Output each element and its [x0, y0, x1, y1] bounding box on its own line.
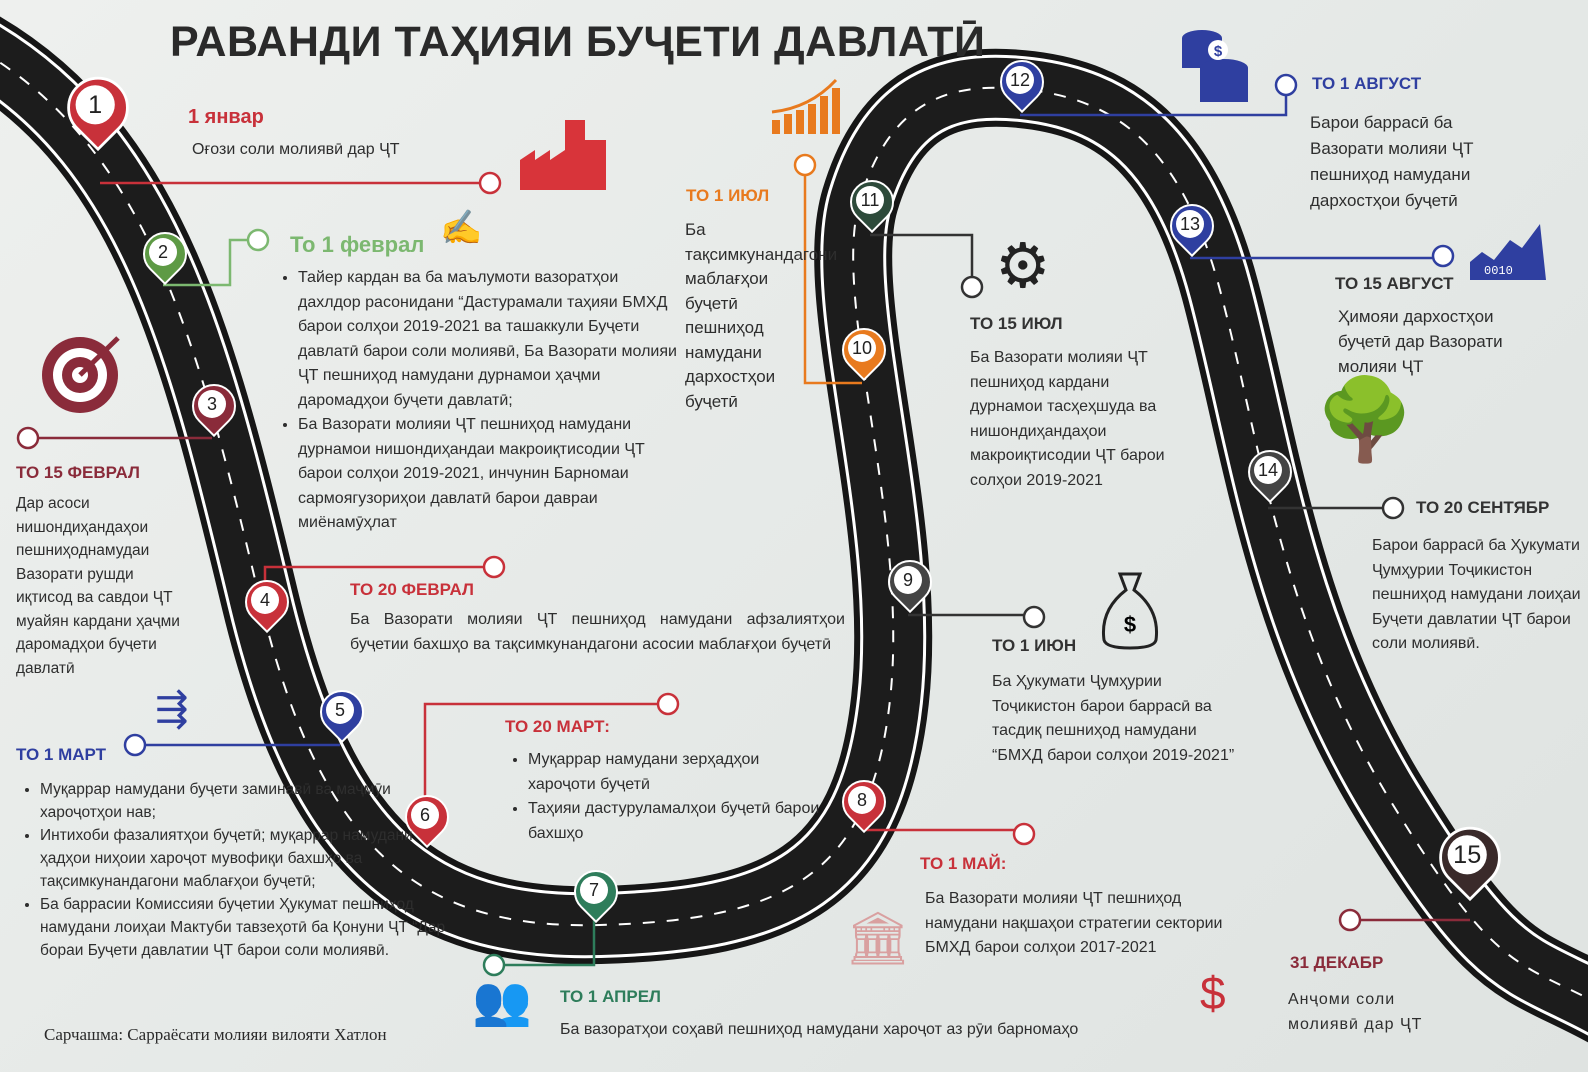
step-4-text: Ба Вазорати молияи ҶТ пешниҳод намудани … [350, 611, 845, 653]
milestone-pin-4: 4 [235, 570, 299, 636]
milestone-pin-15: 15 [1426, 814, 1514, 905]
step-5-list: Муқаррар намудани буҷети заминавӣ ва маҷ… [20, 778, 450, 962]
step-7-date: ТО 1 АПРЕЛ [560, 987, 661, 1006]
step-14-date: ТО 20 СЕНТЯБР [1416, 498, 1550, 517]
step-5-bullet: Интихоби фазалиятҳои буҷетӣ; муқаррар на… [40, 824, 450, 893]
milestone-pin-2: 2 [133, 222, 197, 288]
step-9-text: Ба Ҳукумати Ҷумҳурии Тоҷикистон барои ба… [992, 673, 1235, 764]
step-9-date: ТО 1 ИЮН [992, 636, 1077, 655]
step-14-text: Барои баррасӣ ба Ҳукумати Ҷумҳурии Тоҷик… [1372, 537, 1581, 652]
signature-icon: ✍ [440, 209, 483, 247]
step-5-bullet: Ба баррасии Комиссияи буҷетии Ҳукумат пе… [40, 893, 450, 962]
people-icon: 👥 [472, 975, 532, 1028]
milestone-pin-8: 8 [832, 770, 896, 836]
step-7-text: Ба вазоратҳои соҳавӣ пешниҳод намудани х… [560, 1021, 1079, 1038]
step-1-text: Оғози соли молиявӣ дар ҶТ [192, 141, 400, 158]
money-bag-icon: $ [1098, 570, 1162, 650]
step-8-text: Ба Вазорати молияи ҶТ пешниҳод намудани … [925, 890, 1223, 956]
data-chart-icon: 0010 [1470, 222, 1546, 280]
step-2-bullet: Тайер кардан ва ба маълумоти вазоратҳои … [298, 266, 678, 413]
milestone-pin-6: 6 [395, 785, 459, 851]
step-5-bullet: Муқаррар намудани буҷети заминавӣ ва маҷ… [40, 778, 450, 824]
step-6-bullet: Таҳияи дастуруламалҳои буҷетӣ барои бахш… [528, 797, 828, 846]
step-6-bullet: Муқаррар намудани зерҳадҳои хароҷоти буҷ… [528, 748, 828, 797]
step-10-date: ТО 1 ИЮЛ [686, 186, 770, 205]
milestone-pin-5: 5 [310, 680, 374, 746]
tree-icon: 🌳 [1315, 375, 1415, 464]
step-11-date: ТО 15 ИЮЛ [970, 314, 1063, 333]
svg-text:0010: 0010 [1484, 264, 1513, 278]
coins-icon: $ [1180, 28, 1250, 106]
gear-icon: ⚙ [995, 232, 1051, 301]
milestone-pin-7: 7 [564, 860, 628, 926]
milestone-pin-11: 11 [840, 170, 904, 236]
milestone-pin-10: 10 [832, 318, 896, 384]
step-13-date: ТО 15 АВГУСТ [1335, 274, 1454, 293]
svg-text:$: $ [1214, 43, 1223, 60]
milestone-pin-13: 13 [1160, 194, 1224, 260]
step-4-date: ТО 20 ФЕВРАЛ [350, 580, 474, 599]
svg-text:$: $ [1124, 612, 1136, 637]
step-15-text: Анҷоми соли молиявӣ дар ҶТ [1288, 991, 1423, 1033]
step-12-text: Барои баррасӣ ба Вазорати молияи ҶТ пешн… [1310, 113, 1474, 210]
milestone-pin-12: 12 [990, 50, 1054, 116]
milestone-pin-1: 1 [54, 64, 142, 155]
factory-icon [520, 120, 606, 190]
building-icon: 🏛 [845, 910, 912, 968]
step-2-list: Тайер кардан ва ба маълумоти вазоратҳои … [278, 266, 678, 536]
step-6-list: Муқаррар намудани зерҳадҳои хароҷоти буҷ… [508, 748, 828, 846]
page-title: РАВАНДИ ТАҲИЯИ БУҶЕТИ ДАВЛАТӢ [170, 18, 986, 66]
step-15-date: 31 ДЕКАБР [1290, 953, 1384, 972]
step-10-text: Ба тақсимкунандагони маблағҳои буҷетӣ пе… [685, 220, 838, 411]
milestone-pin-14: 14 [1238, 440, 1302, 506]
step-2-date: То 1 феврал [290, 232, 425, 257]
milestone-pin-3: 3 [182, 374, 246, 440]
step-13-text: Ҳимояи дархостҳои буҷетӣ дар Вазорати мо… [1338, 307, 1503, 376]
step-3-text: Дар асоси нишондиҳандаҳои пешниҳоднамуда… [16, 495, 180, 677]
step-6-date: ТО 20 МАРТ: [505, 717, 610, 736]
milestone-pin-9: 9 [878, 550, 942, 616]
arrows-icon: ⇶ [155, 687, 189, 731]
dollar-person-icon: $ [1200, 967, 1226, 1019]
step-12-date: ТО 1 АВГУСТ [1312, 74, 1422, 93]
step-5-date: ТО 1 МАРТ [16, 745, 107, 764]
step-11-text: Ба Вазорати молияи ҶТ пешниҳод кардани д… [970, 349, 1165, 489]
step-8-date: ТО 1 МАЙ: [920, 854, 1007, 873]
target-icon [40, 330, 125, 415]
step-3-date: ТО 15 ФЕВРАЛ [16, 463, 140, 482]
step-1-date: 1 январ [188, 106, 264, 128]
step-2-bullet: Ба Вазорати молияи ҶТ пешниҳод намудани … [298, 413, 678, 536]
source-note: Сарчашма: Сарраёсати молияи вилояти Хатл… [44, 1025, 387, 1044]
growth-chart-icon [770, 78, 842, 136]
